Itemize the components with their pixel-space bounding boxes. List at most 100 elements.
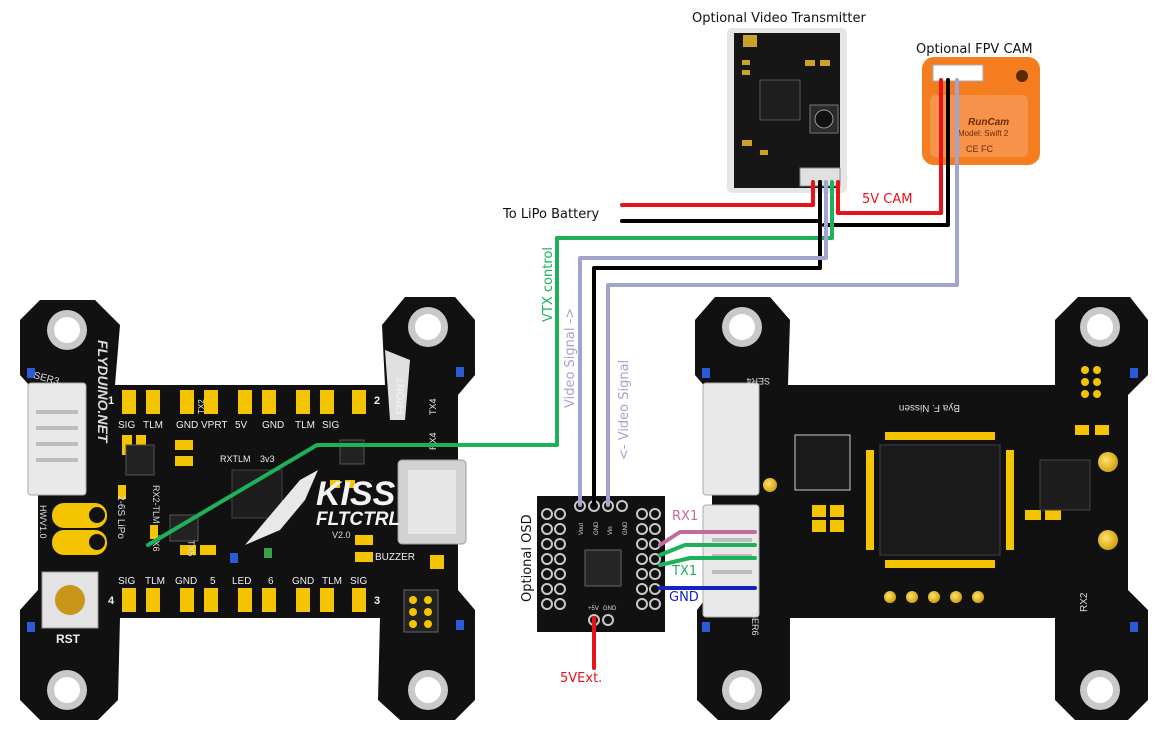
v3v3-label: 3v3 [260,454,275,464]
crystal [794,434,851,491]
osd-pin-hole [649,553,661,565]
mounting-holes [47,307,448,710]
osd-pin-hole [649,508,661,520]
rx1-label: RX1 [672,509,698,524]
video-out-label: Video Signal -> [563,308,578,408]
osd-pin-hole [649,523,661,535]
reset-button [41,571,99,629]
lipo-range-label: 2-6S LiPo [115,495,126,539]
vtx-control-wire [146,180,834,547]
usb-shell [408,470,456,534]
ser4-connector [702,382,760,496]
kiss-logo-mark [245,470,318,545]
osd-pin-hole [554,508,566,520]
osd-pin-hole [554,598,566,610]
bottom-pad-label: 5 [210,576,216,587]
vtx-chip [759,79,801,121]
ser3-pins [36,410,78,462]
back-smd [812,425,1109,532]
rx1-wire [658,530,757,547]
top-pad-row [122,390,366,414]
osd-top-pin-vout: Vout [579,523,585,535]
bottom-pad-label: SIG [118,576,135,587]
cam-5v-wire [836,78,943,215]
bottom-pad-label: TLM [145,576,165,587]
gnd-label: GND [669,590,699,605]
fpv-camera: RunCam Model: Swift 2 CE FC Optional FPV… [916,42,1040,165]
top-pad-label: TLM [143,420,163,431]
bottom-pad-label: GND [175,576,197,587]
tx1-wire-b [658,556,757,567]
back-gold-pads [763,366,1118,603]
osd-pin-hole [541,553,553,565]
kiss-flight-controller: FLYDUINO.NET SER3 HWV1.0 2-6S LiPo RX2-T… [20,297,475,720]
bottom-pad-label: GND [292,576,314,587]
back-chip-right [1039,459,1091,511]
osd-pin-hole [602,614,614,626]
osd-top-pin-gnd1: GND [594,521,600,535]
osd-pin-hole [649,598,661,610]
top-pad-label: TLM [295,420,315,431]
top-num-1: 1 [108,395,114,407]
vtx-smd [742,60,830,155]
rx2-tlm-label: RX2-TLM [151,485,161,524]
bottom-num-4: 4 [108,595,115,607]
front-label: FRONT [395,377,407,415]
bottom-pad-label: SIG [350,576,367,587]
vtx-control-label: VTX control [541,247,556,322]
camera-lens-icon [1016,70,1028,82]
video-transmitter: Optional Video Transmitter [692,11,866,193]
status-leds [27,367,464,632]
lipo-label: To LiPo Battery [502,207,600,222]
back-mounting-holes [722,307,1120,710]
rx2-label: RX2 [1079,592,1090,612]
flight-controller-back: Bya F. Nissen RX2 SER4 SER6 [695,297,1148,720]
back-leds [702,368,1138,632]
video-out-wire [578,180,828,507]
osd-bottom-pin-gnd: GND [603,606,617,612]
camera-cert: CE FC [966,144,994,154]
osd-pin-hole [554,583,566,595]
tx1-wire-a [658,543,757,557]
osd-pin-hole [541,523,553,535]
osd-chip [584,549,622,587]
osd-pin-hole [649,568,661,580]
osd-pin-hole [636,553,648,565]
bottom-pad-label: 6 [268,576,274,587]
osd-pin-hole [636,583,648,595]
top-num-2: 2 [374,395,380,407]
buzzer-label: BUZZER [375,552,415,563]
kiss-logo-text: KISS [316,475,396,513]
cam-title: Optional FPV CAM [916,42,1033,57]
top-pad-label: GND [262,420,284,431]
osd-pin-hole [636,598,648,610]
osd-top-pin-vin: Vin [608,526,614,535]
fltctrl-text: FLTCTRL [316,509,400,530]
ser4-label: SER4 [746,376,770,386]
osd-pin-hole [541,508,553,520]
ser6-label: SER6 [750,612,760,636]
osd-pin-hole [636,508,648,520]
vtx-antenna-connector [743,35,757,47]
osd-top-pin-gnd2: GND [623,521,629,535]
vtx-title: Optional Video Transmitter [692,11,866,26]
video-in-wire [606,78,959,507]
osd-bottom-pin-5v: +5V [588,606,599,612]
ext-5v-label: 5VExt. [560,671,602,686]
bottom-pad-label: TLM [322,576,342,587]
camera-model: Model: Swift 2 [958,129,1009,138]
led-pad-label: LED [232,576,251,587]
osd-pin-hole [541,538,553,550]
top-pad-label: SIG [118,420,135,431]
top-pad-label: VPRT [201,420,228,431]
osd-title: Optional OSD [520,514,535,602]
hw-version-label: HWV1.0 [38,505,48,539]
osd-pin-hole [636,523,648,535]
main-mcu [879,444,1001,556]
battery-pads [52,503,107,555]
front-arrow [385,350,410,420]
osd-module: Vout GND Vin GND +5V GND Optional OSD [520,496,665,632]
brand-text: FLYDUINO.NET [95,340,111,444]
